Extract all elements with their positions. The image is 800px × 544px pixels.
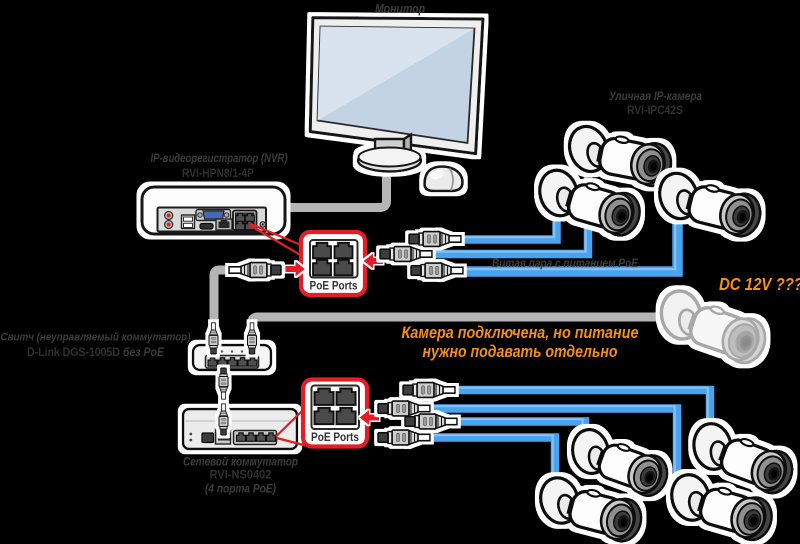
svg-text:RVI-HPN8/1-4P: RVI-HPN8/1-4P	[182, 166, 254, 180]
svg-text:Витая пара с питанием PoE: Витая пара с питанием PoE	[492, 256, 639, 270]
svg-text:Уличная IP-камера: Уличная IP-камера	[609, 89, 702, 103]
svg-text:(4 порта PoE): (4 порта PoE)	[205, 484, 276, 496]
svg-text:D-Link DGS-1005D без PoE: D-Link DGS-1005D без PoE	[27, 347, 164, 359]
svg-text:RVI-IPC42S: RVI-IPC42S	[627, 105, 683, 117]
svg-text:Монитор: Монитор	[375, 2, 425, 16]
svg-text:нужно подавать отдельно: нужно подавать отдельно	[423, 343, 618, 361]
svg-text:RVI-NS0402: RVI-NS0402	[210, 468, 272, 482]
svg-text:PoE Ports: PoE Ports	[311, 430, 359, 444]
svg-text:DC 12V ???: DC 12V ???	[719, 274, 800, 294]
svg-text:IP-видеорегистратор (NVR): IP-видеорегистратор (NVR)	[151, 151, 288, 165]
svg-text:Камера подключена, но питание: Камера подключена, но питание	[402, 324, 639, 342]
svg-text:Сетевой коммутатор: Сетевой коммутатор	[183, 455, 298, 469]
svg-text:PoE Ports: PoE Ports	[310, 279, 358, 293]
svg-text:Свитч (неуправляемый коммутато: Свитч (неуправляемый коммутатор)	[1, 332, 191, 344]
